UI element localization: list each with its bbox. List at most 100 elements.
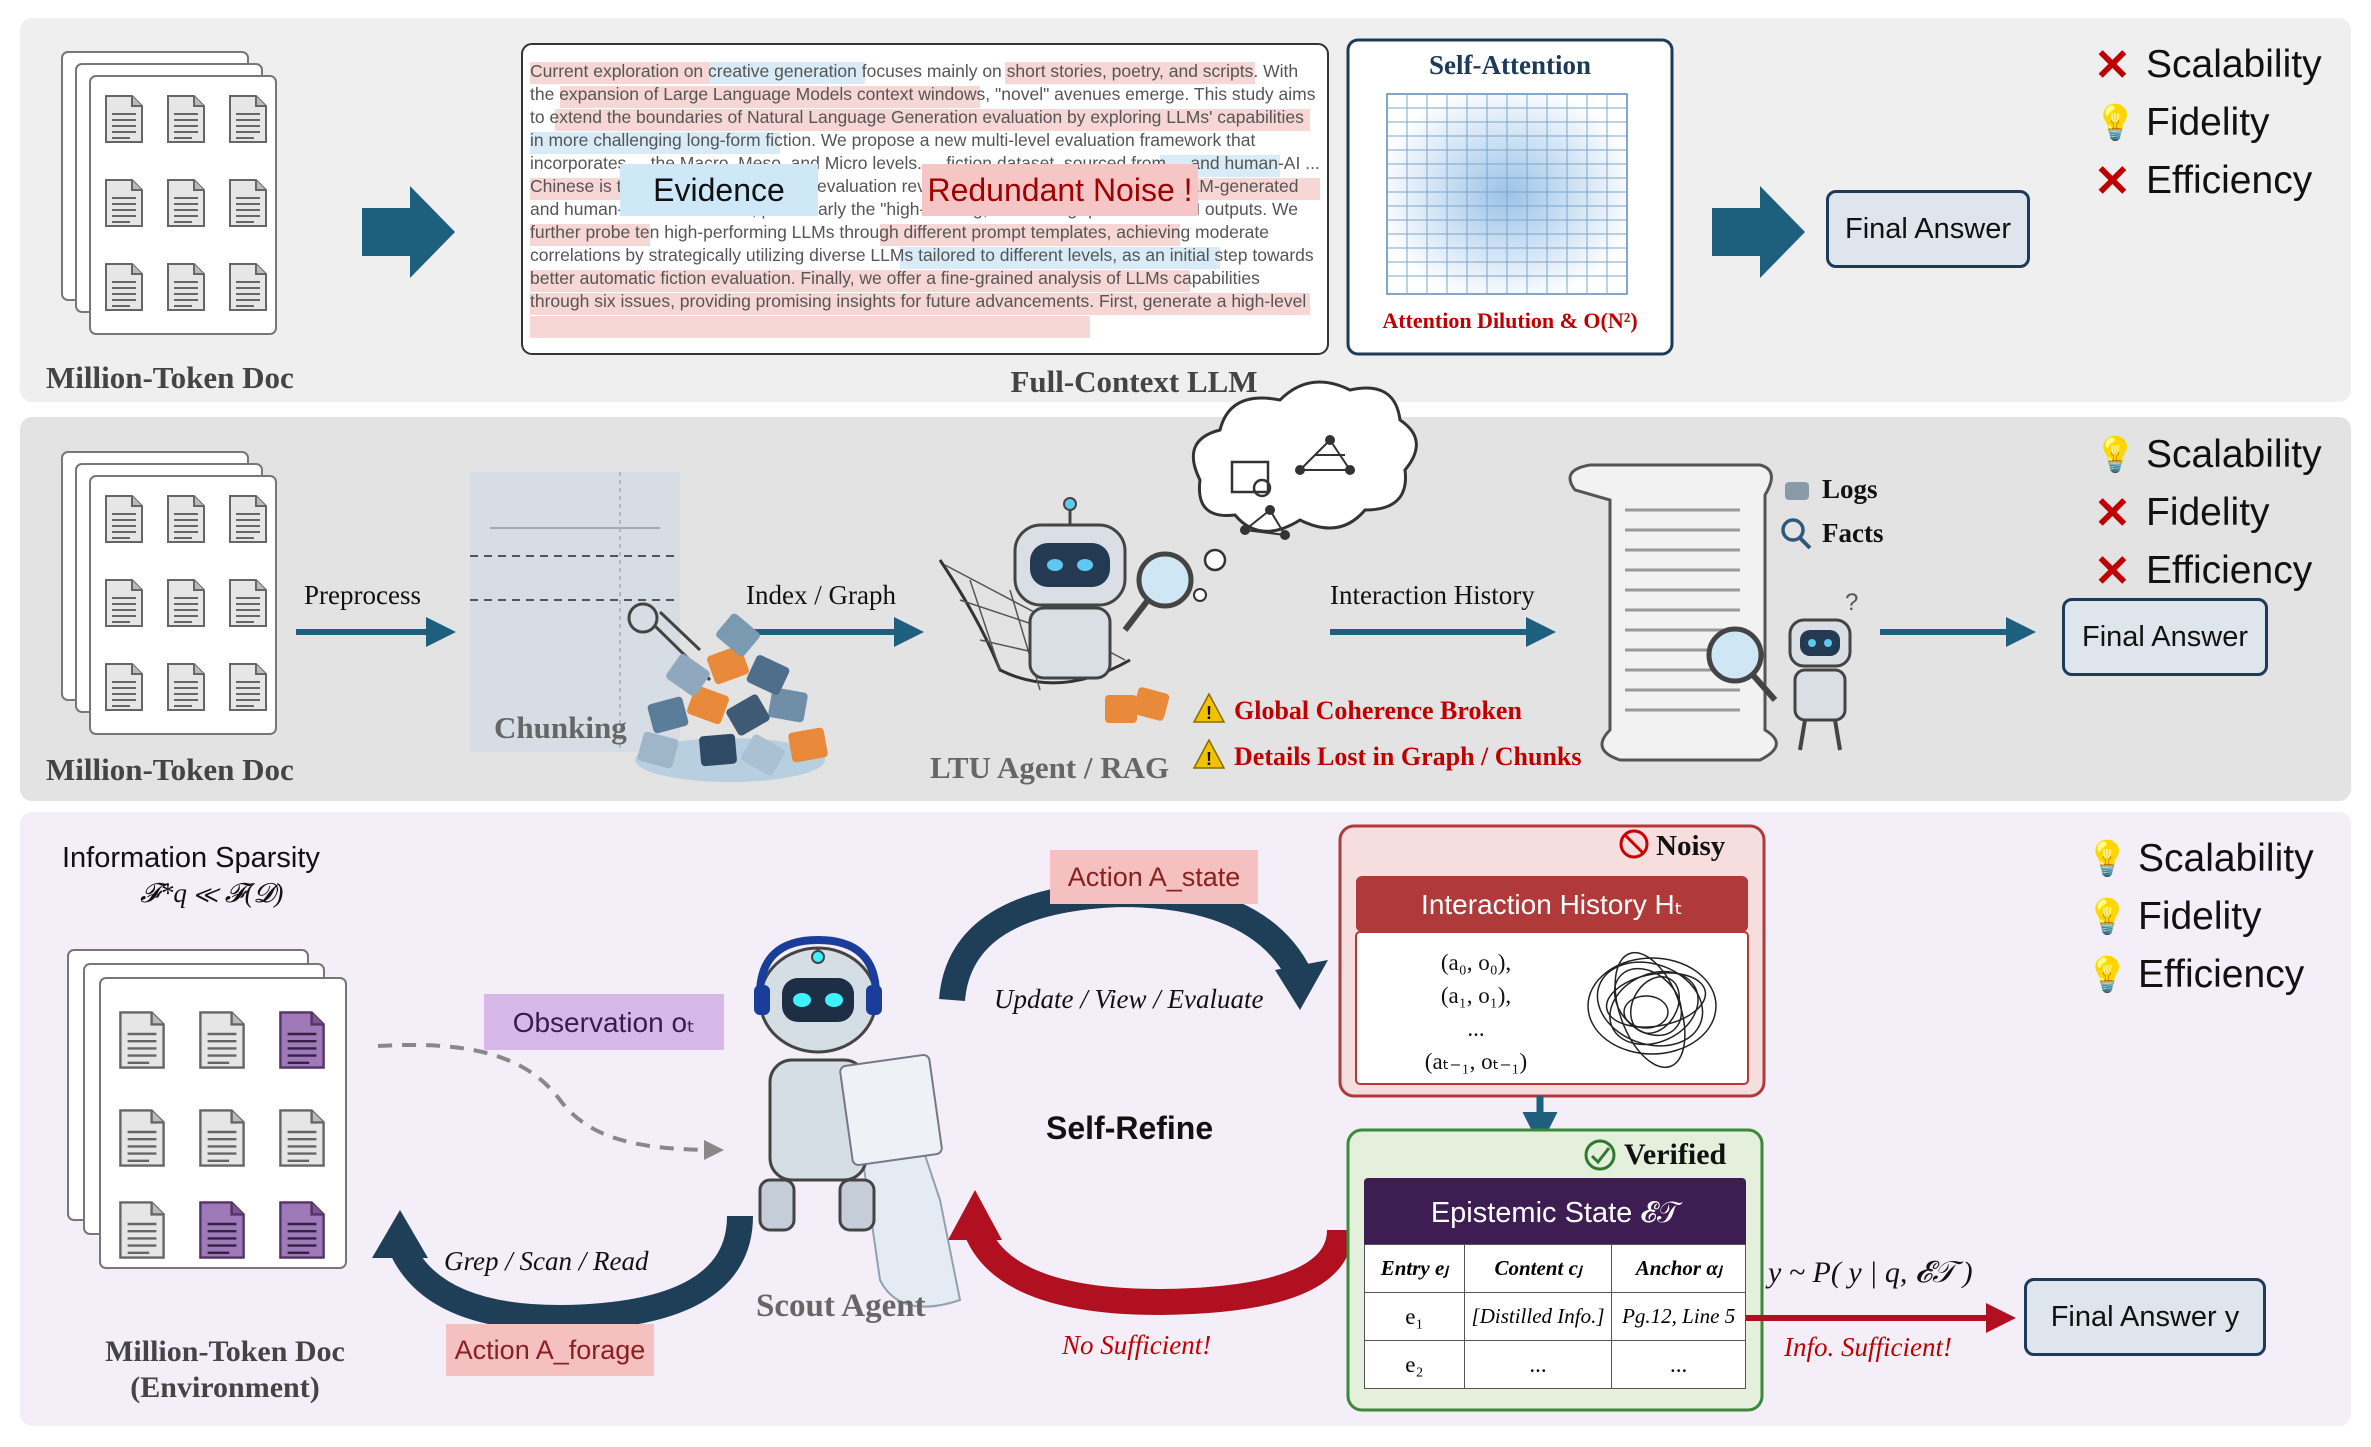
criteria-list-3: 💡Scalability 💡Fidelity 💡Efficiency — [2086, 830, 2314, 1004]
criterion-label: Fidelity — [2146, 101, 2270, 144]
scroll-robot-icon: ? — [1568, 463, 1858, 762]
epistemic-header — [1364, 1178, 1746, 1248]
no-sufficient-arrow — [962, 1221, 1353, 1316]
action-state-label: Action A_state — [1050, 850, 1258, 904]
lightbulb-icon: 💡 — [2094, 104, 2137, 142]
interaction-history-label: Interaction History — [1330, 580, 1535, 610]
table-row: e₂ ... ... — [1364, 1340, 1746, 1389]
info-sufficient-label: Info. Sufficient! — [1784, 1332, 1952, 1362]
table-header-cell: Content cⱼ — [1463, 1244, 1613, 1293]
attention-title: Self-Attention — [1429, 50, 1591, 80]
chat-icon — [1785, 482, 1809, 500]
warning-icon — [1192, 738, 1226, 769]
arrow-right-icon — [362, 186, 455, 278]
cross-icon: ✕ — [2094, 40, 2131, 90]
lightbulb-icon: 💡 — [2086, 898, 2129, 936]
scout-robot-icon — [754, 935, 962, 1308]
cross-icon: ✕ — [2094, 546, 2131, 596]
warning-icon-mark: ! — [1206, 749, 1212, 769]
table-cell: Pg.12, Line 5 — [1611, 1292, 1746, 1341]
table-header-cell: Entry eⱼ — [1364, 1244, 1465, 1293]
history-items: (a₀, o₀), (a₁, o₁), ... (aₜ₋₁, oₜ₋₁) — [1376, 946, 1576, 1078]
table-cell: [Distilled Info.] — [1463, 1292, 1613, 1341]
verified-label: Verified — [1624, 1138, 1727, 1171]
final-answer-box-3: Final Answer y — [2024, 1278, 2266, 1356]
epistemic-table: Entry eⱼ Content cⱼ Anchor αⱼ e₁ [Distil… — [1364, 1244, 1746, 1389]
self-refine-label: Self-Refine — [1046, 1110, 1214, 1146]
no-sufficient-label: No Sufficient! — [1062, 1330, 1212, 1360]
forage-arrow — [387, 1215, 753, 1332]
arrow-right-icon — [1712, 186, 1805, 278]
criterion-label: Efficiency — [2146, 159, 2313, 202]
history-title: Interaction History Hₜ — [1421, 888, 1683, 920]
criterion-label: Scalability — [2146, 433, 2322, 476]
noise-label: Redundant Noise ! — [922, 164, 1198, 216]
grep-scan-read-label: Grep / Scan / Read — [444, 1246, 649, 1276]
doc-label-line-2: (Environment) — [130, 1371, 320, 1404]
history-item: (aₜ₋₁, oₜ₋₁) — [1424, 1049, 1528, 1074]
doc-stack-icon-2 — [61, 451, 277, 735]
observation-arrow — [377, 1042, 724, 1160]
criterion-label: Efficiency — [2138, 953, 2305, 996]
answer-formula: y ~ P( y | q, 𝓔𝒯 ) — [1768, 1256, 1973, 1289]
observation-label: Observation oₜ — [484, 994, 724, 1050]
puzzle-pile-icon — [635, 613, 828, 782]
index-graph-label: Index / Graph — [746, 580, 896, 610]
lightbulb-icon: 💡 — [2086, 840, 2129, 878]
warning-coherence: Global Coherence Broken — [1234, 696, 1522, 725]
history-item: (a₁, o₁), — [1440, 983, 1512, 1008]
prohibited-icon — [1619, 829, 1649, 859]
scout-agent-label: Scout Agent — [756, 1288, 926, 1324]
criterion-label: Scalability — [2146, 43, 2322, 86]
check-circle-icon — [1584, 1139, 1616, 1171]
history-item: ... — [1467, 1016, 1485, 1041]
preprocess-label: Preprocess — [304, 580, 421, 610]
criterion-label: Scalability — [2138, 837, 2314, 880]
scribble-icon — [1587, 951, 1717, 1069]
final-answer-box-1: Final Answer — [1826, 190, 2030, 268]
criteria-list-1: ✕ Scalability 💡Fidelity ✕ Efficiency — [2094, 36, 2322, 210]
panel-chunking-rag — [20, 417, 2351, 801]
sparsity-formula: 𝓕*q ≪ 𝓕(𝓓) — [140, 878, 284, 908]
ltu-robot-icon — [938, 497, 1194, 723]
criterion-label: Efficiency — [2146, 549, 2313, 592]
action-forage-label: Action A_forage — [446, 1324, 654, 1376]
magnifier-icon — [1136, 551, 1194, 609]
chunked-page-icon — [470, 472, 712, 752]
table-cell: ... — [1463, 1340, 1613, 1389]
evidence-label: Evidence — [620, 164, 818, 216]
table-cell: ... — [1611, 1340, 1746, 1389]
doc-label-1: Million-Token Doc — [46, 360, 294, 395]
doc-label-2: Million-Token Doc — [46, 752, 294, 787]
final-answer-box-2: Final Answer — [2062, 598, 2268, 676]
doc-label-line-1: Million-Token Doc — [105, 1335, 345, 1368]
noisy-label: Noisy — [1656, 830, 1726, 862]
table-cell: e₁ — [1364, 1292, 1465, 1341]
history-header — [1356, 876, 1748, 932]
epistemic-title: Epistemic State 𝓔𝒯 — [1430, 1196, 1680, 1229]
update-view-evaluate-label: Update / View / Evaluate — [994, 984, 1264, 1014]
cross-icon: ✕ — [2094, 488, 2131, 538]
sparsity-title: Information Sparsity — [62, 842, 320, 874]
search-icon — [1781, 518, 1805, 542]
criterion-label: Fidelity — [2146, 491, 2270, 534]
table-row: e₁ [Distilled Info.] Pg.12, Line 5 — [1364, 1292, 1746, 1341]
lightbulb-icon: 💡 — [2094, 436, 2137, 474]
attention-note: Attention Dilution & O(N²) — [1382, 308, 1638, 333]
scissors-icon — [627, 602, 659, 634]
logs-label: Logs — [1822, 474, 1878, 504]
table-cell: e₂ — [1364, 1340, 1465, 1389]
criteria-list-2: 💡Scalability ✕ Fidelity ✕ Efficiency — [2094, 426, 2322, 600]
warning-icon — [1192, 692, 1226, 723]
agent-label: LTU Agent / RAG — [930, 750, 1170, 785]
doc-label-3: Million-Token Doc (Environment) — [80, 1334, 370, 1406]
context-label: Full-Context LLM — [1010, 364, 1258, 399]
cross-icon: ✕ — [2094, 156, 2131, 206]
table-header-row: Entry eⱼ Content cⱼ Anchor αⱼ — [1364, 1244, 1746, 1293]
table-header-cell: Anchor αⱼ — [1611, 1244, 1746, 1293]
lightbulb-icon: 💡 — [2086, 956, 2129, 994]
facts-label: Facts — [1822, 518, 1884, 548]
chunking-label: Chunking — [494, 710, 627, 745]
warning-icon-mark: ! — [1206, 703, 1212, 723]
attention-grid — [1386, 93, 1628, 295]
